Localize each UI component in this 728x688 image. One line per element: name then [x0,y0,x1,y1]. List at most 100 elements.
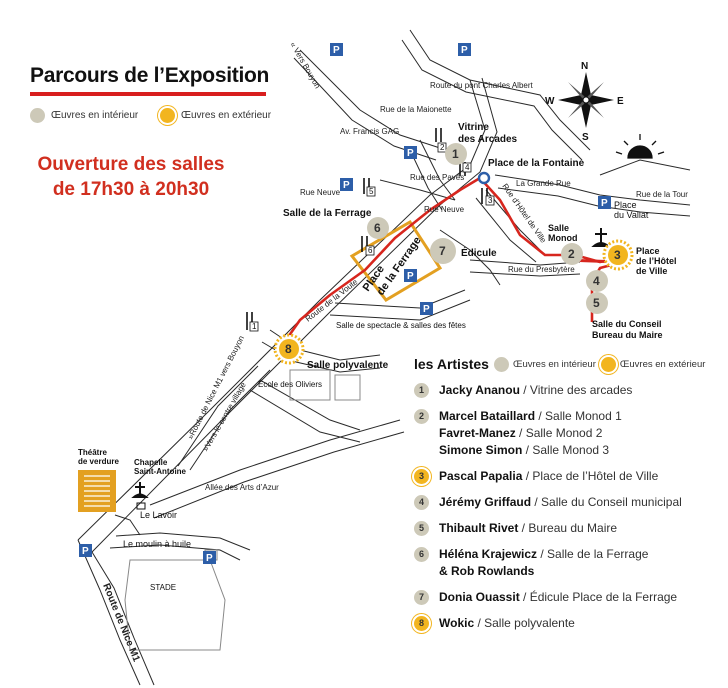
svg-text:8: 8 [285,342,292,356]
street-presbytere: Rue du Presbytère [508,265,575,274]
artist-line: Simone Simon / Salle Monod 3 [439,442,622,459]
legend-indoor-label: Œuvres en intérieur [51,110,139,121]
artists-legend-outdoor: Œuvres en extérieur [600,356,705,372]
parking-7: P [420,302,433,315]
parking-8: P [79,544,92,557]
artists-panel: les Artistes Œuvres en intérieur Œuvres … [414,356,724,641]
svg-text:Saint-Antoine: Saint-Antoine [134,467,187,476]
svg-text:2: 2 [440,143,445,152]
svg-text:du Vallat: du Vallat [614,210,649,220]
place-conseil: Salle du Conseil [592,319,662,329]
artist-venue: / Salle Monod 3 [522,443,610,457]
map-marker-4: 4 [586,270,608,292]
artist-venue: / Salle Monod 1 [535,409,622,423]
artist-row: 3 Pascal Papalia / Place de l’Hôtel de Vi… [414,468,724,485]
artist-number-badge: 2 [414,409,429,424]
artist-number-badge: 3 [414,469,429,484]
artists-title: les Artistes [414,356,489,372]
artists-header: les Artistes Œuvres en intérieur Œuvres … [414,356,724,372]
place-chapelle: Chapelle [134,458,168,467]
place-ferrage-plaza [349,219,443,302]
indoor-dot-icon [493,356,509,372]
indoor-dot-icon [30,108,45,123]
street-paves: Rue des Pavés [410,173,464,182]
svg-text:1: 1 [252,322,257,331]
artist-line: Marcel Bataillard / Salle Monod 1 [439,408,622,425]
place-lavoir: Le Lavoir [140,510,177,520]
parking-signs: P P P P P P P P P [79,43,611,564]
compass-n: N [581,61,588,72]
place-ferrage-salle: Salle de la Ferrage [283,208,372,219]
artist-line: Favret-Manez / Salle Monod 2 [439,425,622,442]
artist-line: Héléna Krajewicz / Salle de la Ferrage [439,546,648,563]
street-grande: La Grande Rue [516,179,571,188]
street-francis: Av. Francis GAG [340,127,399,136]
venue-markers: 1 2 3 4 5 6 7 8 [273,143,634,365]
svg-text:de verdure: de verdure [78,457,119,466]
artist-line: Jacky Ananou / Vitrine des arcades [439,382,632,399]
artist-name: Héléna Krajewicz [439,547,538,561]
artist-row: 7 Donia Ouassit / Édicule Place de la Fer… [414,589,724,606]
svg-text:P: P [407,271,414,282]
artist-venue: / Vitrine des arcades [519,383,633,397]
artist-name: Simone Simon [439,443,523,457]
parking-5: P [598,196,611,209]
place-ecole: École des Oliviers [258,380,322,389]
street-arts: Allée des Arts d’Azur [205,483,279,492]
street-neuve1: Rue Neuve [300,188,341,197]
artist-name: Favret-Manez [439,426,516,440]
artist-name: Donia Ouassit [439,590,520,604]
map-marker-1: 1 [445,143,467,165]
parking-3: P [404,146,417,159]
chapel-icon [131,482,149,498]
restaurant-numbers: 2 4 5 3 6 1 [249,142,495,332]
svg-text:P: P [343,180,350,191]
artist-name: Marcel Bataillard [439,409,536,423]
place-polyvalente: Salle polyvalente [307,360,389,371]
svg-text:6: 6 [368,246,373,255]
svg-text:5: 5 [593,296,600,310]
artist-number-badge: 7 [414,590,429,605]
svg-text:P: P [82,546,89,557]
artist-row: 4 Jérémy Griffaud / Salle du Conseil muni… [414,494,724,511]
opening-line-1: Ouverture des salles [37,154,225,175]
artist-venue: / Bureau du Maire [518,521,618,535]
parking-4: P [340,178,353,191]
place-moulin: Le moulin à huile [123,539,191,549]
svg-text:4: 4 [465,163,470,172]
place-monod: Salle [548,223,569,233]
svg-text:P: P [333,45,340,56]
artist-number-badge: 8 [414,616,429,631]
map-marker-5: 5 [586,292,608,314]
outdoor-sun-icon [600,356,616,372]
place-fontaine: Place de la Fontaine [488,158,585,169]
artist-venue: / Salle polyvalente [474,616,575,630]
lavoir-icon [136,502,146,510]
svg-text:6: 6 [374,221,381,235]
svg-text:P: P [206,553,213,564]
artist-line: Pascal Papalia / Place de l’Hôtel de Vil… [439,468,658,485]
fontaine-marker [477,171,491,185]
artist-number-badge: 5 [414,521,429,536]
artist-venue: / Salle du Conseil municipal [531,495,682,509]
compass-rose-icon: N S W E [545,61,624,143]
map-marker-2: 2 [561,243,583,265]
compass-e: E [617,96,624,107]
street-tour: Rue de la Tour [636,190,688,199]
svg-text:de l’Hôtel: de l’Hôtel [636,256,677,266]
map-marker-3: 3 [602,239,634,271]
artist-line: & Rob Rowlands [439,563,648,580]
artist-number-badge: 4 [414,495,429,510]
artist-name: Jérémy Griffaud [439,495,532,509]
legend-outdoor-label: Œuvres en extérieur [181,110,272,121]
place-vallat: Place [614,200,637,210]
svg-text:7: 7 [439,244,446,258]
svg-text:P: P [461,45,468,56]
map-marker-7: 7 [430,238,456,264]
artist-venue: / Édicule Place de la Ferrage [519,590,678,604]
place-vitrine: Vitrine [458,122,489,133]
